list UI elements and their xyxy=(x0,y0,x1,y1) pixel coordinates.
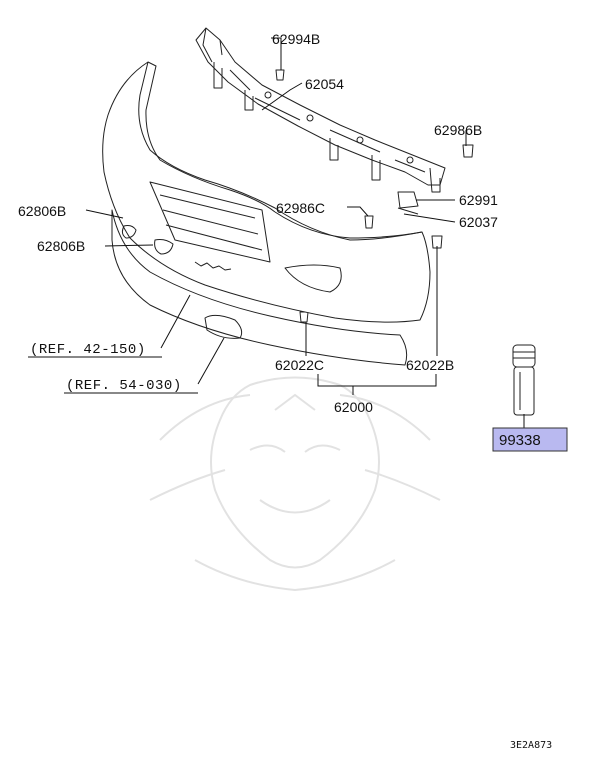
ref-label-42-150[interactable]: (REF. 42-150) xyxy=(30,342,146,358)
part-label-62000[interactable]: 62000 xyxy=(334,399,373,415)
bumper-cover xyxy=(102,61,431,366)
bumper-reinforcement xyxy=(195,27,446,193)
diagram-code: 3E2A873 xyxy=(510,740,552,751)
part-label-62986B[interactable]: 62986B xyxy=(434,122,482,138)
part-label-62054[interactable]: 62054 xyxy=(305,76,344,92)
part-label-62022C[interactable]: 62022C xyxy=(275,357,324,373)
part-label-62986C[interactable]: 62986C xyxy=(276,200,325,216)
part-label-62994B[interactable]: 62994B xyxy=(272,31,320,47)
part-label-62037[interactable]: 62037 xyxy=(459,214,498,230)
part-label-62022B[interactable]: 62022B xyxy=(406,357,454,373)
leader-lines xyxy=(85,37,525,428)
touch-up-paint-bottle xyxy=(512,344,536,416)
part-label-62991[interactable]: 62991 xyxy=(459,192,498,208)
part-label-99338[interactable]: 99338 xyxy=(499,432,541,449)
fasteners xyxy=(275,69,474,323)
watermark-emblem xyxy=(149,376,441,592)
highlight-box-99338 xyxy=(492,427,568,452)
part-label-62806B-lower[interactable]: 62806B xyxy=(37,238,85,254)
part-label-62806B-upper[interactable]: 62806B xyxy=(18,203,66,219)
ref-label-54-030[interactable]: (REF. 54-030) xyxy=(66,378,182,394)
